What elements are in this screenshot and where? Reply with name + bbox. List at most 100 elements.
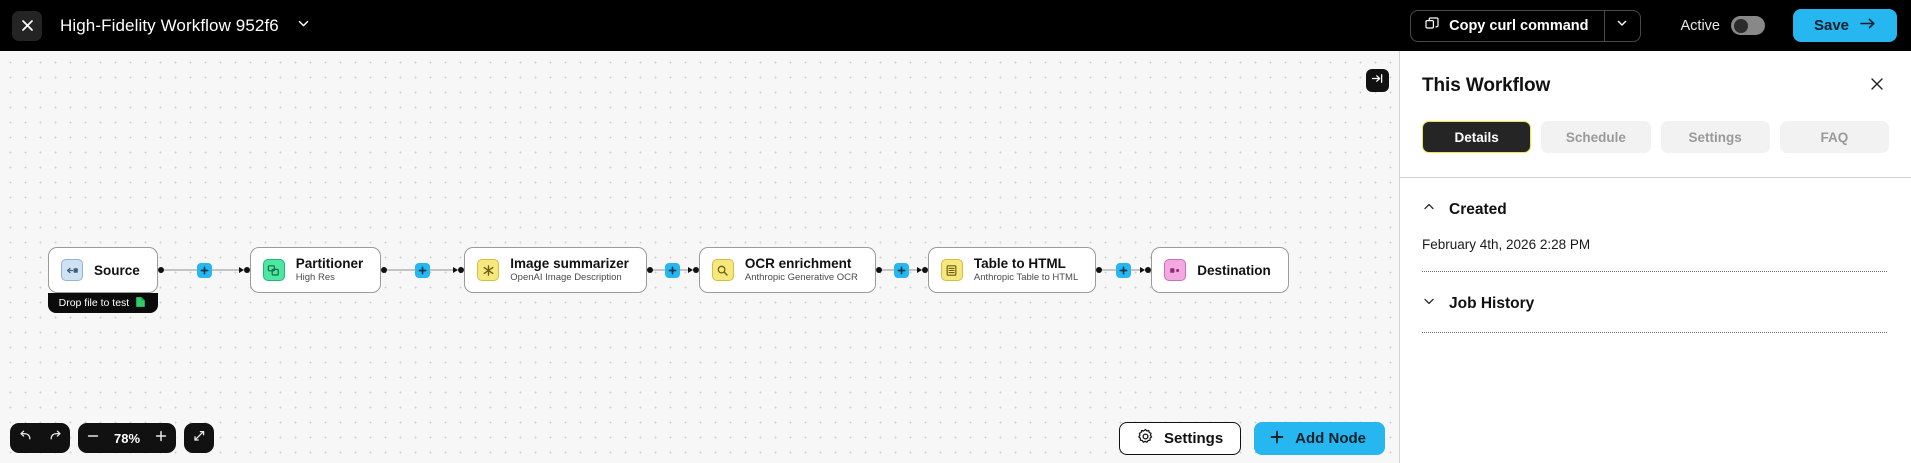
fit-to-screen-icon bbox=[192, 428, 207, 448]
node-subtitle: Anthropic Table to HTML bbox=[973, 272, 1079, 283]
node-subtitle: OpenAI Image Description bbox=[510, 272, 622, 283]
section-job-history: Job History bbox=[1400, 272, 1911, 334]
copy-curl-command-button[interactable]: Copy curl command bbox=[1411, 11, 1603, 41]
created-date-value: February 4th, 2026 2:28 PM bbox=[1422, 237, 1591, 253]
node-table-to-html[interactable]: Table to HTML Anthropic Table to HTML bbox=[927, 247, 1097, 293]
redo-button[interactable] bbox=[40, 423, 70, 453]
undo-arrow-icon bbox=[18, 428, 33, 448]
edge-dot bbox=[1096, 267, 1103, 273]
insert-node-button[interactable] bbox=[196, 262, 212, 278]
add-node-button[interactable]: Add Node bbox=[1254, 422, 1385, 455]
node-subtitle: Anthropic Generative OCR bbox=[744, 272, 858, 283]
edge-arrowhead bbox=[1140, 267, 1146, 273]
edge-line bbox=[1131, 269, 1141, 271]
edge-arrowhead bbox=[453, 267, 459, 273]
insert-node-button[interactable] bbox=[1116, 262, 1132, 278]
insert-node-button[interactable] bbox=[664, 262, 680, 278]
node-ocr-enrichment[interactable]: OCR enrichment Anthropic Generative OCR bbox=[698, 247, 876, 293]
workflow-title-dropdown-button[interactable] bbox=[296, 16, 311, 36]
chevron-up-icon bbox=[1422, 200, 1436, 219]
minus-icon bbox=[86, 429, 100, 448]
edge-source-to-partitioner bbox=[157, 247, 250, 293]
node-image-summarizer[interactable]: Image summarizer OpenAI Image Descriptio… bbox=[464, 247, 647, 293]
copy-curl-dropdown-button[interactable] bbox=[1603, 10, 1640, 41]
node-source[interactable]: Source Drop file to test bbox=[47, 247, 159, 313]
gear-icon bbox=[1137, 428, 1154, 449]
tab-label: Details bbox=[1454, 129, 1499, 145]
tab-settings[interactable]: Settings bbox=[1660, 121, 1770, 153]
document-green-icon bbox=[135, 296, 146, 311]
save-button[interactable]: Save bbox=[1793, 9, 1897, 42]
ocr-node-icon bbox=[711, 259, 734, 281]
zoom-toolbar: 78% bbox=[78, 423, 176, 453]
node-title: OCR enrichment bbox=[744, 256, 852, 271]
section-job-history-header[interactable]: Job History bbox=[1422, 272, 1887, 313]
edge-arrowhead bbox=[238, 267, 244, 273]
panel-tabs: Details Schedule Settings FAQ bbox=[1400, 97, 1911, 153]
close-icon bbox=[1869, 76, 1885, 97]
edge-line bbox=[881, 269, 894, 271]
panel-title: This Workflow bbox=[1422, 75, 1551, 96]
fit-to-screen-button[interactable] bbox=[184, 423, 214, 453]
tab-label: Settings bbox=[1688, 129, 1742, 145]
node-table-to-html-text: Table to HTML Anthropic Table to HTML bbox=[974, 256, 1078, 284]
active-toggle-group: Active bbox=[1680, 16, 1765, 35]
zoom-out-button[interactable] bbox=[78, 423, 108, 453]
arrow-right-icon bbox=[1860, 17, 1876, 34]
section-job-history-title: Job History bbox=[1449, 294, 1535, 312]
edge-dot bbox=[921, 267, 928, 273]
node-ocr-text: OCR enrichment Anthropic Generative OCR bbox=[745, 256, 858, 284]
drop-file-label: Drop file to test bbox=[58, 297, 130, 309]
active-label: Active bbox=[1680, 17, 1721, 34]
edge-dot bbox=[692, 267, 699, 273]
edge-dot bbox=[646, 267, 653, 273]
table-to-html-node-icon bbox=[940, 259, 963, 281]
chevron-down-icon bbox=[1615, 16, 1629, 35]
edge-dot bbox=[875, 267, 882, 273]
add-node-label: Add Node bbox=[1295, 430, 1366, 447]
close-panel-button[interactable] bbox=[1869, 76, 1885, 97]
edge-dot bbox=[243, 267, 250, 273]
node-flow: Source Drop file to test bbox=[47, 247, 1289, 313]
canvas-settings-button[interactable]: Settings bbox=[1118, 422, 1242, 455]
edge-line bbox=[652, 269, 665, 271]
zoom-in-button[interactable] bbox=[146, 423, 176, 453]
panel-header: This Workflow bbox=[1400, 51, 1911, 97]
workflow-canvas[interactable]: Source Drop file to test bbox=[0, 51, 1399, 463]
insert-node-button[interactable] bbox=[415, 262, 431, 278]
chevron-down-icon bbox=[296, 16, 311, 36]
node-title: Partitioner bbox=[295, 256, 364, 271]
tab-label: FAQ bbox=[1820, 129, 1849, 145]
edge-dot bbox=[458, 267, 465, 273]
section-dotted-divider bbox=[1422, 271, 1887, 273]
section-created-header[interactable]: Created bbox=[1422, 178, 1887, 219]
section-dotted-divider bbox=[1422, 332, 1887, 334]
settings-label: Settings bbox=[1163, 430, 1224, 447]
zoom-level-label[interactable]: 78% bbox=[113, 430, 141, 446]
tab-faq[interactable]: FAQ bbox=[1779, 121, 1889, 153]
edge-line bbox=[163, 269, 197, 271]
tab-details[interactable]: Details bbox=[1422, 121, 1532, 153]
insert-node-button[interactable] bbox=[893, 262, 909, 278]
section-created: Created February 4th, 2026 2:28 PM bbox=[1400, 178, 1911, 273]
node-partitioner-text: Partitioner High Res bbox=[296, 256, 364, 284]
node-title: Destination bbox=[1197, 262, 1271, 278]
node-destination[interactable]: Destination bbox=[1151, 247, 1289, 293]
destination-node-icon bbox=[1164, 259, 1187, 281]
edge-line bbox=[430, 269, 454, 271]
close-workflow-button[interactable] bbox=[12, 10, 42, 41]
tab-schedule[interactable]: Schedule bbox=[1541, 121, 1651, 153]
node-title: Image summarizer bbox=[510, 256, 629, 271]
edge-table-to-html-to-destination bbox=[1096, 247, 1152, 293]
workflow-details-panel: This Workflow Details Schedule bbox=[1399, 51, 1911, 463]
plus-icon bbox=[154, 429, 168, 448]
active-toggle[interactable] bbox=[1731, 16, 1765, 35]
undo-button[interactable] bbox=[10, 423, 40, 453]
node-source-footer[interactable]: Drop file to test bbox=[47, 293, 159, 313]
node-destination-text: Destination bbox=[1197, 263, 1271, 278]
fit-view-toolbar bbox=[184, 423, 214, 453]
node-partitioner[interactable]: Partitioner High Res bbox=[249, 247, 382, 293]
workflow-title: High-Fidelity Workflow 952f6 bbox=[60, 15, 279, 35]
collapse-panel-button[interactable] bbox=[1366, 69, 1389, 92]
